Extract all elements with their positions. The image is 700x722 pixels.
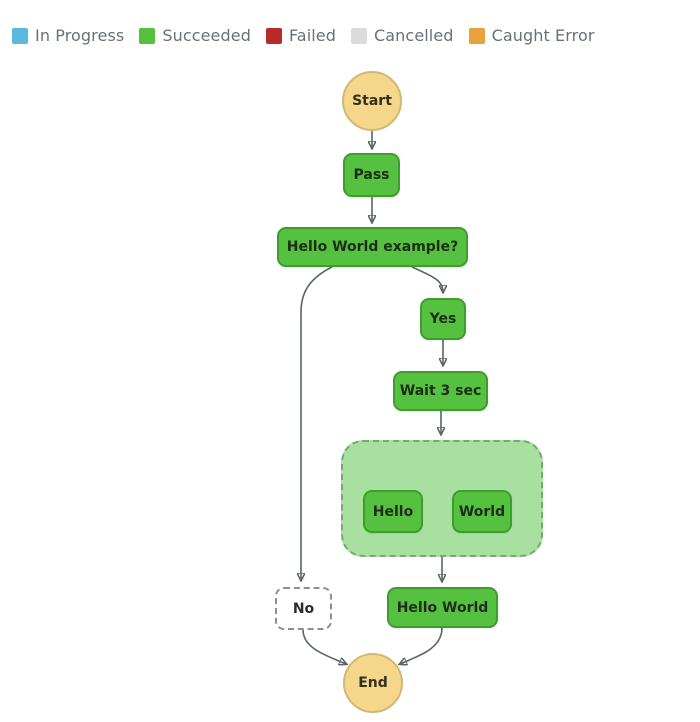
state-node-hello-world[interactable]: Hello World: [387, 587, 498, 628]
failed-swatch-icon: [265, 27, 282, 44]
legend-item-cancelled: Cancelled: [351, 26, 454, 45]
state-node-label: Hello World: [396, 599, 489, 616]
legend-label: In Progress: [35, 26, 125, 45]
state-node-label: World: [458, 503, 506, 520]
edge-no-end: [302, 629, 346, 664]
cancelled-swatch-icon: [351, 27, 367, 44]
edge-helloworld-end: [400, 627, 443, 664]
state-node-label: Yes: [429, 311, 457, 327]
legend-label: Succeeded: [162, 26, 251, 45]
state-node-hello[interactable]: Hello: [363, 490, 423, 533]
state-node-label: Hello World example?: [286, 239, 459, 255]
status-legend: In Progress Succeeded Failed Cancelled C…: [12, 26, 700, 45]
caught-error-swatch-icon: [468, 27, 485, 44]
start-node-label: Start: [352, 93, 392, 109]
legend-item-in-progress: In Progress: [12, 26, 124, 45]
legend-item-succeeded: Succeeded: [139, 26, 251, 45]
legend-item-caught-error: Caught Error: [468, 26, 595, 45]
state-node-yes[interactable]: Yes: [420, 298, 466, 340]
end-node-label: End: [358, 675, 388, 691]
state-node-label: Wait 3 sec: [399, 383, 482, 399]
start-node: Start: [342, 71, 402, 131]
state-node-wait[interactable]: Wait 3 sec: [393, 371, 488, 411]
state-node-label: No: [292, 600, 315, 617]
legend-item-failed: Failed: [265, 26, 336, 45]
state-node-world[interactable]: World: [452, 490, 512, 533]
edge-choice-no: [301, 266, 333, 580]
state-node-label: Pass: [353, 167, 390, 183]
state-node-choice[interactable]: Hello World example?: [277, 227, 468, 267]
in-progress-swatch-icon: [12, 27, 28, 44]
edge-choice-yes: [411, 266, 443, 292]
state-node-pass[interactable]: Pass: [343, 153, 400, 197]
end-node: End: [343, 653, 403, 713]
legend-label: Caught Error: [491, 26, 595, 45]
legend-label: Failed: [288, 26, 336, 45]
succeeded-swatch-icon: [139, 27, 156, 44]
state-node-label: Hello: [372, 503, 414, 520]
state-node-no[interactable]: No: [275, 587, 332, 630]
legend-label: Cancelled: [374, 26, 454, 45]
